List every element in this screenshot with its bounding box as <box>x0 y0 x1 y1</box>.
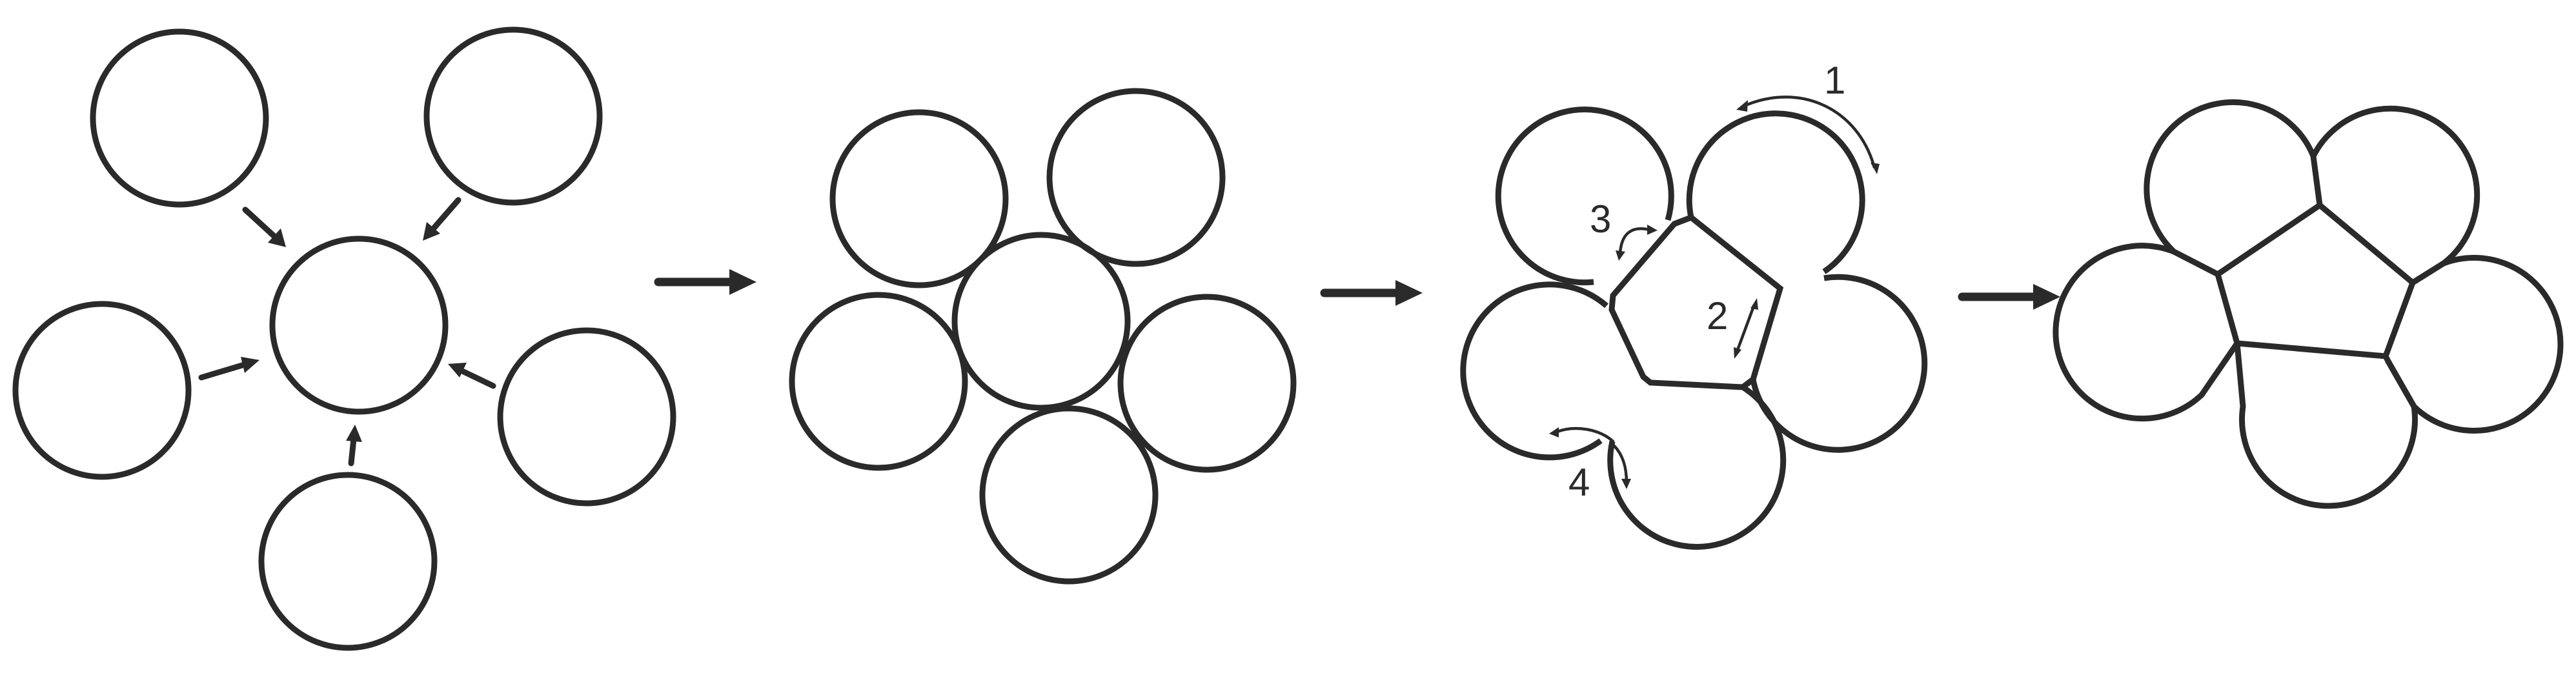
rotation-arrow-3 <box>1616 225 1658 261</box>
stage-packed-cells <box>2053 99 2564 509</box>
motion-arrow-bottom <box>346 425 362 467</box>
cell-right <box>1117 294 1297 473</box>
step-label-3: 3 <box>1590 197 1611 241</box>
motion-arrow-top-left <box>242 206 286 247</box>
cell-left <box>2053 243 2240 422</box>
cell-top-right <box>1686 110 1865 274</box>
cell-bottom <box>258 472 438 651</box>
direction-arrow-2 <box>1734 298 1758 359</box>
cell-left <box>1460 281 1608 461</box>
motion-arrow-right <box>448 363 496 389</box>
cell-top-left <box>829 109 1009 288</box>
cell-top-left <box>2144 99 2323 277</box>
motion-arrow-top-right <box>423 197 461 241</box>
stage-separate-cells <box>12 26 676 651</box>
cell-bottom <box>1607 385 1787 550</box>
cell-top-left <box>90 28 269 208</box>
cell-right <box>497 327 676 507</box>
stage-contacting-cells: 1 2 3 4 <box>1460 59 1928 550</box>
cell-top-left <box>1495 106 1674 286</box>
cell-right <box>2382 255 2564 434</box>
cell-center <box>269 236 449 415</box>
cell-center-pentagon <box>1608 214 1784 390</box>
cell-left <box>789 292 968 471</box>
transition-arrow-3 <box>1958 284 2060 310</box>
step-label-4: 4 <box>1568 461 1590 504</box>
cell-center-pentagon <box>2214 201 2417 359</box>
transition-arrow-2 <box>1320 280 1423 306</box>
step-label-1: 1 <box>1824 59 1845 102</box>
motion-arrow-left <box>198 357 259 381</box>
rotation-arrow-1 <box>1736 95 1880 174</box>
stage-overlapping-cells <box>789 88 1297 585</box>
cell-top-right <box>1046 88 1226 267</box>
cell-top-right <box>423 26 603 206</box>
rotation-arrow-4 <box>1549 427 1631 489</box>
cell-center <box>951 232 1131 411</box>
cell-bottom <box>2234 343 2418 509</box>
cell-top-right <box>2310 105 2480 285</box>
transition-arrow-1 <box>654 269 756 295</box>
cell-right <box>1750 274 1928 453</box>
cell-left <box>12 301 192 480</box>
cell-bottom <box>979 405 1159 585</box>
step-label-2: 2 <box>1707 294 1728 337</box>
